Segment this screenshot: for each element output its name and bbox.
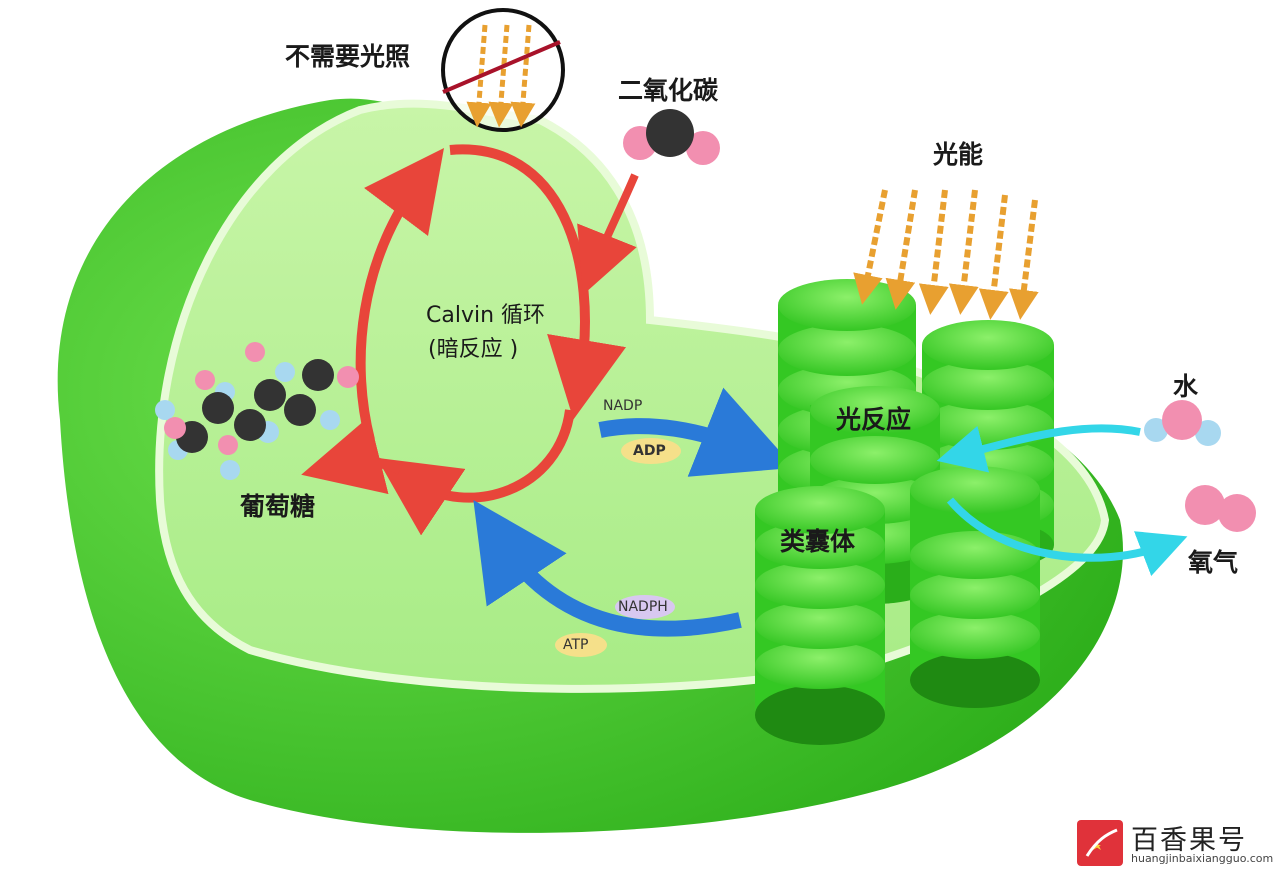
adp-label: ADP (633, 443, 666, 459)
watermark-url: huangjinbaixiangguo.com (1131, 852, 1274, 865)
calvin-arrow-right (449, 144, 627, 420)
light-energy-arrows (853, 189, 1039, 320)
granum-5 (910, 466, 1040, 708)
nadph-label: NADPH (618, 599, 668, 615)
co2-label: 二氧化碳 (618, 76, 719, 105)
watermark-logo-icon (1077, 820, 1123, 866)
water-label: 水 (1173, 372, 1199, 401)
nadp-adp-arrow (598, 387, 795, 477)
calvin-cycle-label: Calvin 循环 (426, 303, 546, 328)
nadp-label: NADP (603, 398, 643, 414)
calvin-arrow-left (355, 147, 444, 442)
glucose-label: 葡萄糖 (240, 492, 316, 521)
glucose-molecule (155, 342, 359, 480)
co2-arrow (577, 173, 639, 295)
no-light-label: 不需要光照 (285, 42, 411, 71)
granum-4 (755, 486, 885, 745)
co2-molecule (623, 109, 720, 165)
thylakoid-label: 类囊体 (780, 527, 856, 556)
watermark-name: 百香果号 (1131, 825, 1247, 856)
no-light-symbol (441, 8, 565, 132)
light-energy-label: 光能 (933, 140, 984, 169)
calvin-cycle-arrows (301, 144, 639, 536)
atp-label: ATP (563, 637, 589, 653)
nadph-atp-arrow (473, 500, 742, 637)
water-molecule (1144, 400, 1221, 446)
calvin-arrow-bottom (376, 409, 575, 536)
dark-reaction-label: (暗反应 ) (428, 337, 519, 362)
oxygen-label: 氧气 (1188, 548, 1239, 577)
calvin-arrow-glucose (301, 416, 403, 495)
water-oxygen-arrows (936, 424, 1188, 577)
watermark: 百香果号 huangjinbaixiangguo.com (1075, 816, 1275, 870)
oxygen-molecule (1185, 485, 1256, 532)
light-reaction-label: 光反应 (836, 405, 912, 434)
energy-carrier-ovals (555, 438, 681, 657)
